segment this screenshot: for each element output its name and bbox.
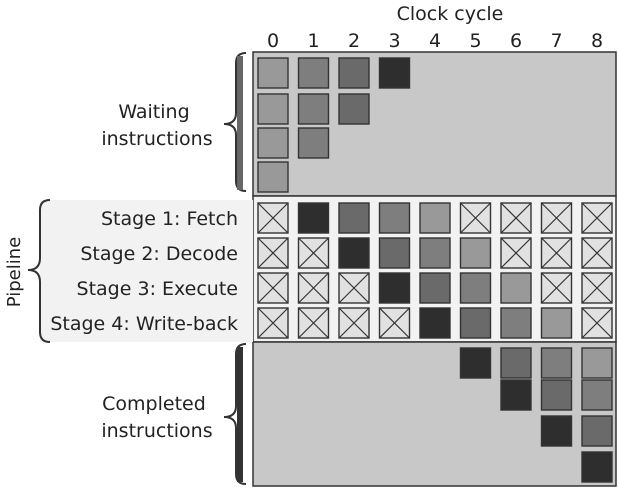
waiting-instruction-cell xyxy=(257,57,289,89)
waiting-label-line-2: instructions xyxy=(101,128,212,150)
stage-instruction-cell xyxy=(459,237,492,269)
waiting-brace xyxy=(223,52,247,192)
waiting-instruction-cell xyxy=(257,127,289,159)
cycle-label-4: 4 xyxy=(429,30,441,52)
cycle-labels: 0 1 2 3 4 5 6 7 8 xyxy=(267,30,603,52)
cycle-label-6: 6 xyxy=(510,30,522,52)
empty-stage-cell xyxy=(257,237,289,269)
waiting-cells xyxy=(257,57,411,193)
stage-instruction-cell xyxy=(500,272,532,304)
waiting-instruction-cell xyxy=(378,57,411,89)
stage-instruction-cell xyxy=(459,307,492,339)
cycle-label-8: 8 xyxy=(591,30,603,52)
stage-instruction-cell xyxy=(459,272,492,304)
stage-instruction-cell xyxy=(419,272,451,304)
empty-stage-cell xyxy=(540,272,573,304)
empty-stage-cell xyxy=(257,307,289,339)
empty-stage-cell xyxy=(500,237,532,269)
completed-brace xyxy=(223,343,247,485)
empty-stage-cell xyxy=(297,272,330,304)
empty-stage-cell xyxy=(338,307,370,339)
waiting-instruction-cell xyxy=(297,93,330,125)
empty-stage-cell xyxy=(581,237,613,269)
completed-instruction-cell xyxy=(540,415,573,447)
empty-stage-cell xyxy=(581,307,613,339)
stage-instruction-cell xyxy=(338,237,370,269)
empty-stage-cell xyxy=(338,272,370,304)
empty-stage-cell xyxy=(297,237,330,269)
waiting-label: Waiting instructions xyxy=(101,101,212,150)
stage-instruction-cell xyxy=(378,272,411,304)
empty-stage-cell xyxy=(257,272,289,304)
pipeline-label-bg xyxy=(40,200,253,342)
empty-stage-cell xyxy=(581,272,613,304)
waiting-label-line-1: Waiting xyxy=(118,101,189,123)
empty-stage-cell xyxy=(378,307,411,339)
stage-instruction-cell xyxy=(297,202,330,234)
waiting-instruction-cell xyxy=(297,57,330,89)
cycle-label-3: 3 xyxy=(388,30,400,52)
stage-instruction-cell xyxy=(378,202,411,234)
empty-stage-cell xyxy=(297,307,330,339)
completed-label-line-1: Completed xyxy=(102,393,206,415)
completed-instruction-cell xyxy=(540,379,573,411)
completed-instruction-cell xyxy=(581,451,613,483)
completed-instruction-cell xyxy=(500,379,532,411)
waiting-instruction-cell xyxy=(338,57,370,89)
stage-label-4: Stage 4: Write-back xyxy=(50,313,238,335)
diagram-title: Clock cycle xyxy=(397,3,504,25)
cycle-label-5: 5 xyxy=(469,30,481,52)
waiting-instruction-cell xyxy=(338,93,370,125)
completed-instruction-cell xyxy=(540,347,573,379)
completed-label-line-2: instructions xyxy=(101,420,212,442)
cycle-label-2: 2 xyxy=(348,30,360,52)
empty-stage-cell xyxy=(500,202,532,234)
empty-stage-cell xyxy=(540,237,573,269)
stage-label-3: Stage 3: Execute xyxy=(77,278,238,300)
completed-instruction-cell xyxy=(459,347,492,379)
cycle-label-0: 0 xyxy=(267,30,279,52)
pipeline-cells xyxy=(257,202,613,339)
stage-instruction-cell xyxy=(419,237,451,269)
empty-stage-cell xyxy=(257,202,289,234)
empty-stage-cell xyxy=(581,202,613,234)
stage-instruction-cell xyxy=(500,307,532,339)
completed-cells xyxy=(459,347,613,483)
completed-instruction-cell xyxy=(581,379,613,411)
pipeline-brace xyxy=(27,199,51,343)
stage-instruction-cell xyxy=(540,307,573,339)
empty-stage-cell xyxy=(459,202,492,234)
stage-label-2: Stage 2: Decode xyxy=(80,243,238,265)
completed-label: Completed instructions xyxy=(101,393,212,442)
waiting-instruction-cell xyxy=(257,93,289,125)
waiting-instruction-cell xyxy=(297,127,330,159)
stage-instruction-cell xyxy=(419,202,451,234)
stage-label-1: Stage 1: Fetch xyxy=(101,208,238,230)
stage-instruction-cell xyxy=(378,237,411,269)
empty-stage-cell xyxy=(540,202,573,234)
waiting-instruction-cell xyxy=(257,161,289,193)
completed-instruction-cell xyxy=(581,347,613,379)
stage-instruction-cell xyxy=(419,307,451,339)
cycle-label-1: 1 xyxy=(307,30,319,52)
stage-instruction-cell xyxy=(338,202,370,234)
completed-instruction-cell xyxy=(500,347,532,379)
completed-instruction-cell xyxy=(581,415,613,447)
pipeline-label: Pipeline xyxy=(4,237,25,307)
cycle-label-7: 7 xyxy=(550,30,562,52)
